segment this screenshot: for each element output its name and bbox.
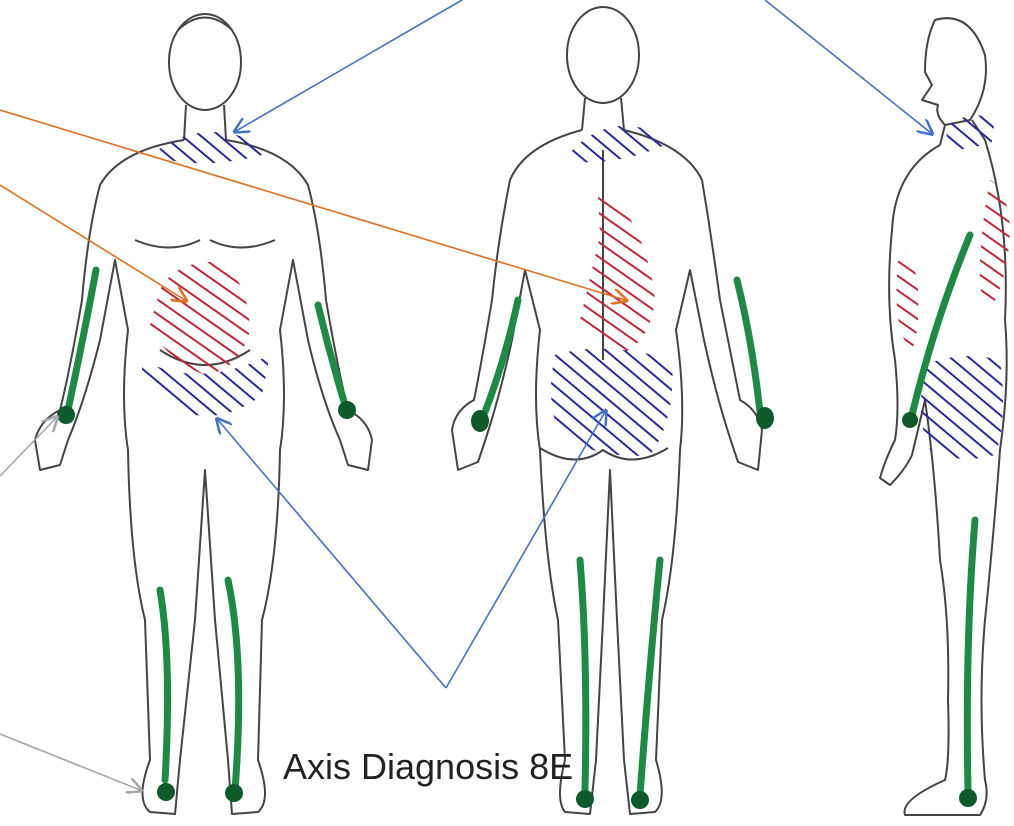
back-lowerback-blue-region (551, 349, 673, 456)
diagram-caption: Axis Diagnosis 8E (283, 746, 573, 788)
side-chest-red-region (896, 250, 918, 350)
front-abdomen-red-region (150, 262, 250, 375)
front-green-points (57, 401, 356, 802)
back-neck-blue-region (568, 126, 665, 162)
front-neck-blue-region (158, 132, 262, 163)
side-head (922, 18, 986, 125)
side-hip-blue-region (921, 356, 1003, 459)
back-head (567, 7, 639, 103)
back-spine-red-region (580, 194, 655, 352)
gray-arrows (0, 418, 140, 790)
side-green-meridians (912, 235, 975, 790)
